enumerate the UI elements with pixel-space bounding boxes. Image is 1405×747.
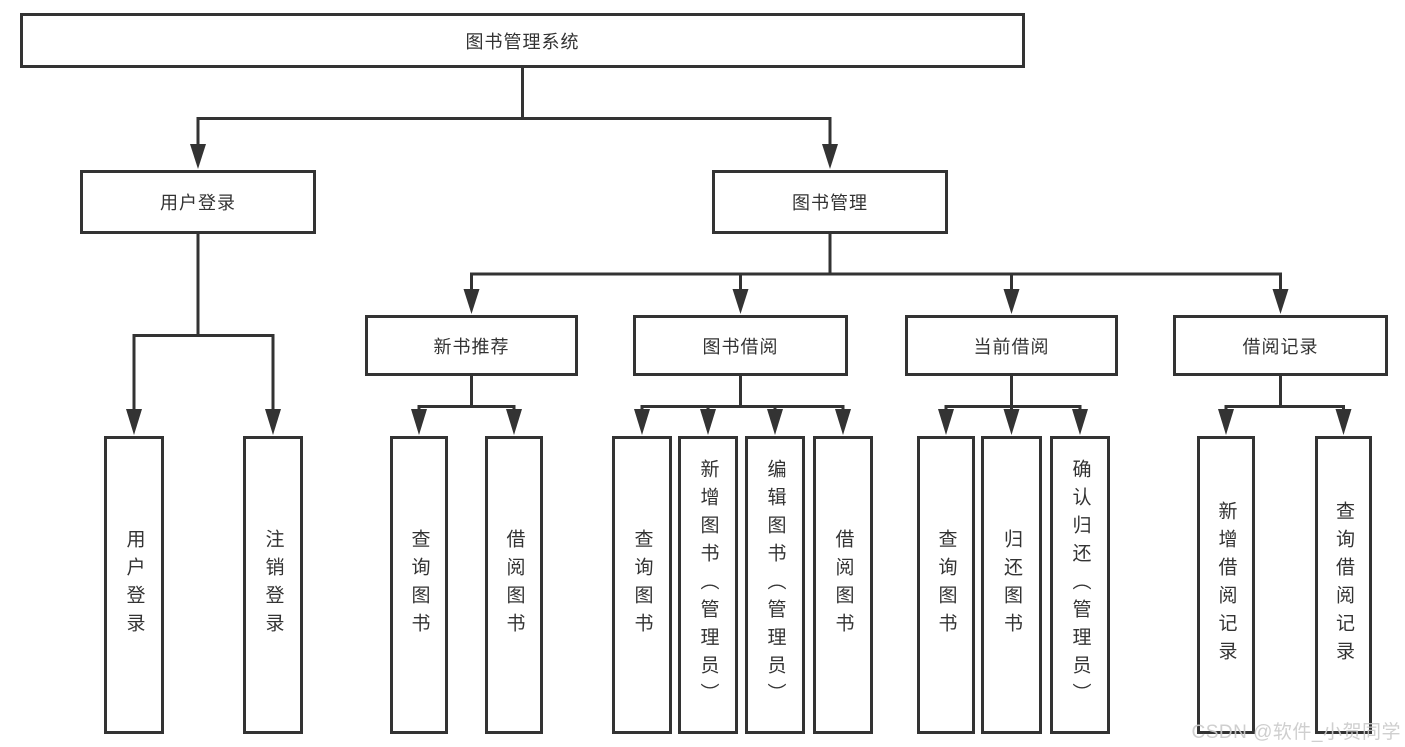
- leaf-query-books-borrowing-label: 查询图书: [631, 529, 653, 641]
- leaf-borrow-books-borrowing-label: 借阅图书: [832, 529, 854, 641]
- leaf-add-borrow-record-label: 新增借阅记录: [1215, 501, 1237, 669]
- node-library-management-system: 图书管理系统: [20, 13, 1025, 68]
- leaf-confirm-return-admin-label: 确认归还（管理员）: [1069, 459, 1091, 711]
- node-borrowing-records: 借阅记录: [1173, 315, 1388, 376]
- leaf-user-login: 用户登录: [104, 436, 164, 734]
- leaf-borrow-books-recommend: 借阅图书: [485, 436, 543, 734]
- node-book-borrowing-label: 图书借阅: [702, 336, 779, 357]
- leaf-logout-label: 注销登录: [262, 529, 284, 641]
- node-new-book-recommend: 新书推荐: [365, 315, 578, 376]
- leaf-logout: 注销登录: [243, 436, 303, 734]
- leaf-return-book: 归还图书: [981, 436, 1042, 734]
- csdn-watermark: CSDN @软件_小贺同学: [1191, 722, 1401, 743]
- leaf-query-borrow-record-label: 查询借阅记录: [1333, 501, 1354, 669]
- node-current-borrowing-label: 当前借阅: [973, 336, 1050, 357]
- leaf-query-books-recommend-label: 查询图书: [408, 529, 430, 641]
- leaf-user-login-label: 用户登录: [123, 529, 145, 641]
- leaf-add-book-admin: 新增图书（管理员）: [678, 436, 738, 734]
- leaf-query-books-current-label: 查询图书: [935, 529, 957, 641]
- node-book-management: 图书管理: [712, 170, 948, 234]
- leaf-add-borrow-record: 新增借阅记录: [1197, 436, 1255, 734]
- leaf-query-books-borrowing: 查询图书: [612, 436, 672, 734]
- node-book-borrowing: 图书借阅: [633, 315, 848, 376]
- node-new-book-recommend-label: 新书推荐: [433, 336, 510, 357]
- leaf-add-book-admin-label: 新增图书（管理员）: [697, 459, 719, 711]
- leaf-return-book-label: 归还图书: [1001, 529, 1022, 641]
- leaf-confirm-return-admin: 确认归还（管理员）: [1050, 436, 1110, 734]
- leaf-query-books-current: 查询图书: [917, 436, 975, 734]
- node-book-management-label: 图书管理: [792, 193, 868, 213]
- leaf-query-books-recommend: 查询图书: [390, 436, 448, 734]
- leaf-query-borrow-record: 查询借阅记录: [1315, 436, 1372, 734]
- node-borrowing-records-label: 借阅记录: [1242, 336, 1319, 357]
- leaf-edit-book-admin-label: 编辑图书（管理员）: [764, 459, 786, 711]
- node-current-borrowing: 当前借阅: [905, 315, 1118, 376]
- leaf-borrow-books-recommend-label: 借阅图书: [503, 529, 525, 641]
- node-library-management-system-label: 图书管理系统: [465, 31, 580, 52]
- leaf-borrow-books-borrowing: 借阅图书: [813, 436, 873, 734]
- node-user-login-label: 用户登录: [160, 193, 236, 213]
- node-user-login: 用户登录: [80, 170, 316, 234]
- leaf-edit-book-admin: 编辑图书（管理员）: [745, 436, 805, 734]
